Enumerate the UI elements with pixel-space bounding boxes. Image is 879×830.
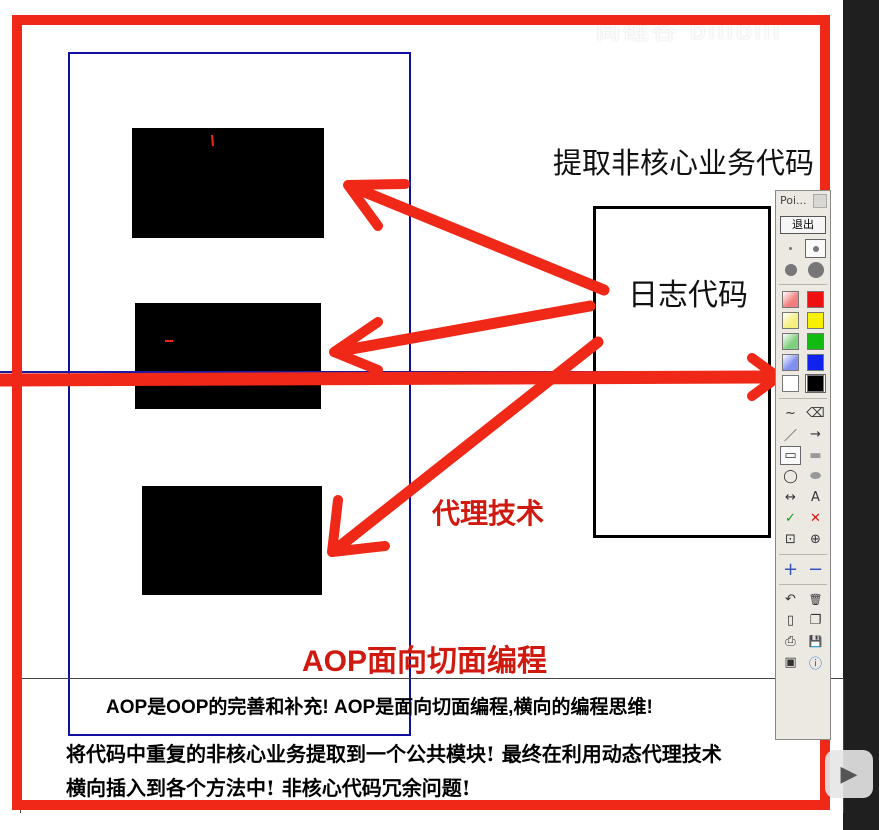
tool-row-5: ↔ A: [776, 487, 830, 508]
color-light-red[interactable]: [780, 290, 801, 309]
color-light-green[interactable]: [780, 332, 801, 351]
info-icon[interactable]: ⓘ: [808, 657, 822, 672]
arrow-icon[interactable]: →: [810, 427, 821, 442]
toolbar-separator: [779, 398, 827, 399]
notes-line-3: 横向插入到各个方法中! 非核心代码冗余问题!: [66, 776, 471, 800]
zoom-icon[interactable]: ⊕: [810, 532, 821, 547]
freehand-icon[interactable]: ~: [785, 406, 796, 421]
play-button[interactable]: ▶: [825, 750, 873, 798]
pen-size-row-1: [776, 238, 830, 259]
pen-size-xlarge[interactable]: [805, 260, 826, 279]
toolbar-separator: [779, 554, 827, 555]
plus-icon[interactable]: +: [782, 559, 799, 580]
color-green[interactable]: [805, 332, 826, 351]
new-page-icon[interactable]: ▯: [786, 613, 795, 628]
check-icon[interactable]: ✓: [785, 511, 796, 526]
print-icon[interactable]: ⎙: [785, 634, 796, 649]
pen-size-medium[interactable]: [805, 239, 826, 258]
tool-row-8: + −: [776, 559, 830, 580]
color-red[interactable]: [805, 290, 826, 309]
crop-icon[interactable]: ⊡: [785, 532, 796, 547]
line-icon[interactable]: ／: [783, 429, 797, 444]
toolbar-separator: [779, 284, 827, 285]
filled-ellipse-icon[interactable]: ⬬: [809, 469, 822, 484]
color-white[interactable]: [780, 374, 801, 393]
red-annotation-frame: [12, 15, 830, 810]
color-light-blue[interactable]: [780, 353, 801, 372]
notes-line-1: AOP是OOP的完善和补充! AOP是面向切面编程,横向的编程思维!: [106, 697, 653, 718]
tool-row-9: ↶ 🗑: [776, 589, 830, 610]
toolbar-close-button[interactable]: [813, 194, 827, 208]
trash-icon[interactable]: 🗑: [808, 593, 823, 606]
eraser-icon[interactable]: ⌫: [806, 406, 825, 421]
toolbar-title: Poi...: [780, 194, 807, 207]
copy-icon[interactable]: ❐: [809, 613, 822, 628]
undo-icon[interactable]: ↶: [785, 592, 796, 607]
save-icon[interactable]: 💾: [808, 635, 823, 648]
tool-row-1: ~ ⌫: [776, 403, 830, 424]
tool-row-2: ／ →: [776, 424, 830, 445]
tool-row-10: ▯ ❐: [776, 610, 830, 631]
exit-button[interactable]: 退出: [780, 216, 826, 234]
toolbar-separator: [779, 584, 827, 585]
tool-row-7: ⊡ ⊕: [776, 529, 830, 550]
extract-heading: 提取非核心业务代码: [553, 146, 815, 180]
video-side-strip: [843, 0, 879, 830]
tool-row-6: ✓ ✕: [776, 508, 830, 529]
color-yellow[interactable]: [805, 311, 826, 330]
method-block-2: [135, 303, 321, 409]
ellipse-icon[interactable]: ◯: [783, 469, 798, 484]
filled-rectangle-icon[interactable]: ▬: [809, 448, 822, 463]
tool-row-3: ▭ ▬: [776, 445, 830, 466]
method-block-3: [142, 486, 322, 595]
pen-size-small[interactable]: [780, 239, 801, 258]
text-tool-icon[interactable]: A: [811, 490, 820, 505]
color-row-red: [776, 289, 830, 310]
tool-row-12: ▣ ⓘ: [776, 652, 830, 673]
minus-icon[interactable]: −: [807, 559, 824, 580]
pen-size-row-2: [776, 259, 830, 280]
toolbar-titlebar[interactable]: Poi...: [776, 191, 830, 211]
pen-size-large[interactable]: [780, 260, 801, 279]
rectangle-icon[interactable]: ▭: [780, 446, 801, 465]
tool-row-11: ⎙ 💾: [776, 631, 830, 652]
color-blue[interactable]: [805, 353, 826, 372]
color-row-mono: [776, 373, 830, 394]
aop-title: AOP面向切面编程: [302, 645, 548, 678]
color-row-green: [776, 331, 830, 352]
method-block-1: [132, 128, 324, 238]
color-row-yellow: [776, 310, 830, 331]
pointofix-toolbar[interactable]: Poi... 退出: [775, 190, 831, 740]
log-code-label: 日志代码: [628, 278, 748, 313]
screen-icon[interactable]: ▣: [784, 655, 797, 670]
cross-icon[interactable]: ✕: [810, 511, 821, 526]
tool-row-4: ◯ ⬬: [776, 466, 830, 487]
color-row-blue: [776, 352, 830, 373]
double-arrow-icon[interactable]: ↔: [785, 490, 796, 505]
notes-line-2: 将代码中重复的非核心业务提取到一个公共模块! 最终在利用动态代理技术: [66, 742, 722, 766]
color-light-yellow[interactable]: [780, 311, 801, 330]
color-black[interactable]: [805, 374, 826, 393]
